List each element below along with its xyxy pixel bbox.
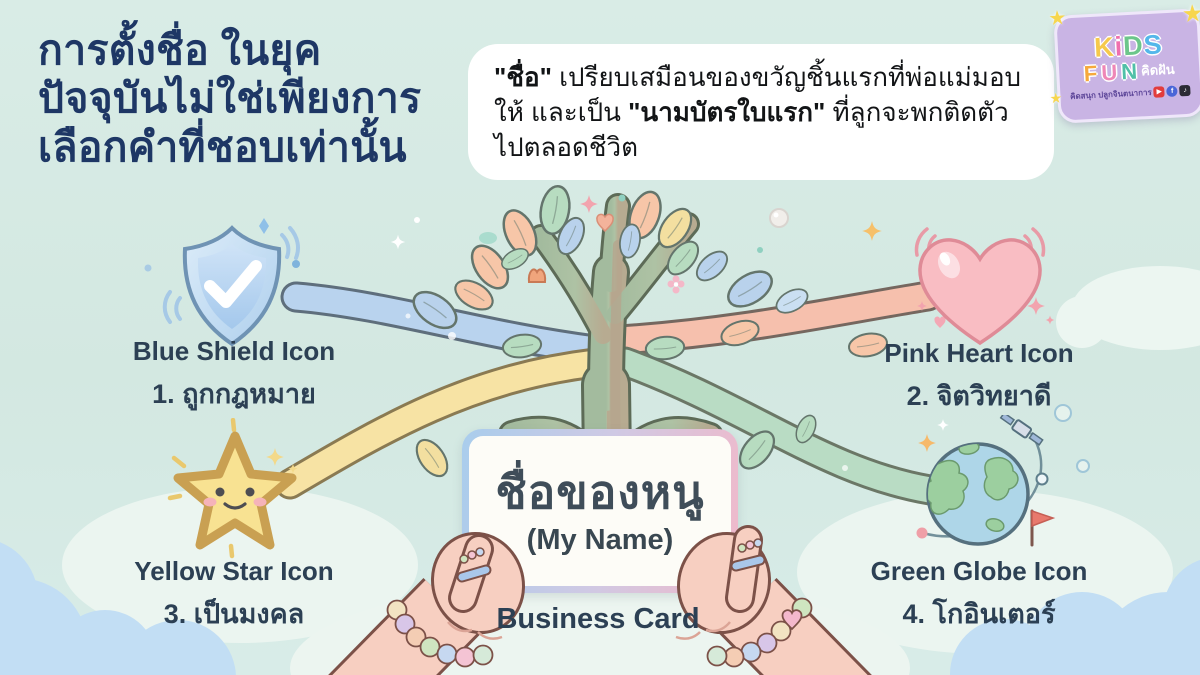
thumb-bead-ring [459, 547, 485, 564]
logo-kids-word: K i D S [1093, 28, 1163, 63]
star-face [203, 487, 267, 510]
shield-label: Blue Shield Icon 1. ถูกกฎหมาย [133, 336, 335, 415]
card-name-en: (My Name) [526, 523, 674, 556]
intro-bold-name: "ชื่อ" [494, 62, 552, 92]
youtube-icon: ▶ [1153, 85, 1166, 98]
pink-heart-icon [914, 227, 1046, 346]
heart-label-th: 2. จิตวิทยาดี [906, 381, 1052, 411]
blue-shield-icon [162, 218, 300, 347]
flag-icon [1030, 509, 1056, 547]
title-line-3: เลือกคำที่ชอบเท่านั้น [38, 123, 407, 170]
star-label: Yellow Star Icon 3. เป็นมงคล [134, 556, 333, 635]
globe-label-th: 4. โกอินเตอร์ [902, 599, 1056, 629]
right-hand [675, 525, 872, 675]
yellow-star-icon [167, 418, 298, 559]
shield-label-th: 1. ถูกกฎหมาย [152, 379, 316, 409]
globe-label-en: Green Globe Icon [870, 556, 1088, 586]
clouds [0, 266, 1200, 675]
logo-thai-name: คิดฝัน [1140, 61, 1176, 79]
thumb-bead-ring [737, 538, 763, 553]
page-title: การตั้งชื่อ ในยุค ปัจจุบันไม่ใช่เพียงการ… [38, 26, 421, 171]
kidsfun-logo: ★ ★ ★ K i D S F U N คิดฝัน คิดสนุก ปลูกจ… [1048, 0, 1200, 124]
right-bracelet [706, 597, 813, 668]
satellite-icon [999, 415, 1044, 446]
logo-letter: U [1100, 59, 1118, 85]
logo-tagline-row: คิดสนุก ปลูกจินตนาการ ▶ f ♪ [1070, 83, 1191, 102]
logo-tagline: คิดสนุก ปลูกจินตนาการ [1069, 87, 1152, 101]
intro-bold-card: "นามบัตรใบแรก" [628, 96, 826, 127]
business-card-caption: Business Card [496, 603, 700, 635]
star-rays [167, 418, 237, 559]
star-label-th: 3. เป็นมงคล [163, 599, 305, 629]
continents [928, 444, 1019, 532]
heart-label-en: Pink Heart Icon [884, 338, 1074, 368]
shield-sparkle [259, 218, 269, 234]
logo-letter: S [1142, 28, 1163, 60]
heart-bead [781, 609, 803, 631]
globe-label: Green Globe Icon 4. โกอินเตอร์ [871, 556, 1088, 635]
intro-segment-1: เปรียบเสมือนของขวัญชิ้นแรกที่พ่อแม่มอบให… [494, 62, 1022, 127]
left-hand [328, 531, 526, 675]
logo-star-icon: ★ [1049, 89, 1063, 107]
star-label-en: Yellow Star Icon [134, 556, 334, 586]
card-name-th: ชื่อของหนู [495, 466, 705, 519]
sparkles [144, 194, 1090, 473]
tiktok-icon: ♪ [1179, 84, 1191, 96]
title-line-2: ปัจจุบันไม่ใช่เพียงการ [38, 75, 422, 122]
flowers [479, 213, 685, 294]
shield-label-en: Blue Shield Icon [132, 336, 336, 366]
logo-letter: K [1093, 31, 1115, 63]
logo-fun-word: F U N คิดฝัน [1083, 58, 1176, 86]
logo-star-icon: ★ [1047, 7, 1067, 31]
left-bracelet [386, 599, 494, 668]
logo-letter: N [1120, 58, 1138, 84]
checkmark [204, 260, 262, 308]
blue-corner-clouds [0, 542, 1200, 675]
logo-star-icon: ★ [1181, 0, 1200, 29]
logo-letter: F [1083, 60, 1098, 86]
intro-segment-2: ที่ลูกจะพกติดตัวไปตลอดชีวิต [494, 96, 1009, 162]
logo-letter: D [1122, 29, 1144, 61]
facebook-icon: f [1166, 84, 1178, 97]
heart-label: Pink Heart Icon 2. จิตวิทยาดี [884, 338, 1073, 417]
shield-motion-arcs [162, 226, 300, 324]
green-globe-icon [916, 415, 1056, 547]
intro-box: "ชื่อ" เปรียบเสมือนของขวัญชิ้นแรกที่พ่อแ… [468, 44, 1054, 181]
title-line-1: การตั้งชื่อ ในยุค [38, 27, 322, 73]
